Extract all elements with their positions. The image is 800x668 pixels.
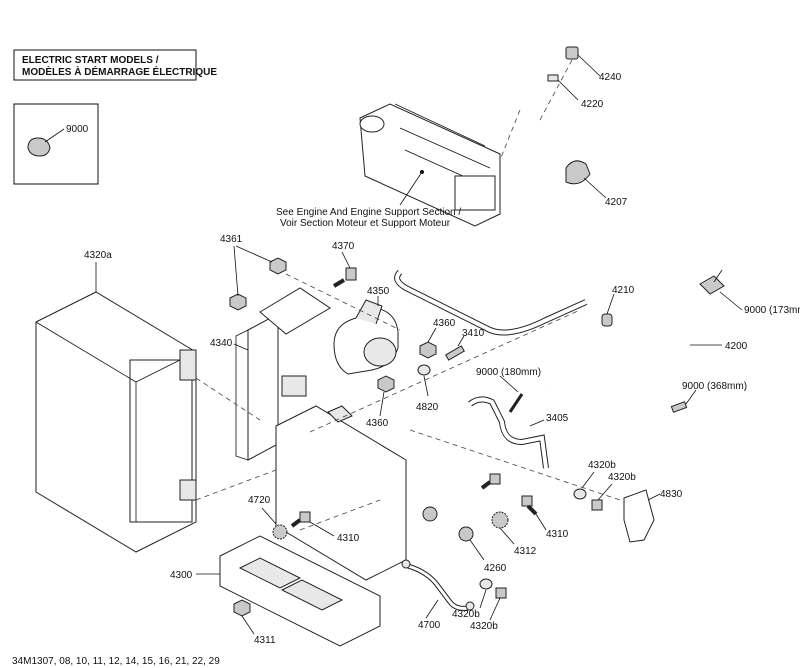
header-line-1: ELECTRIC START MODELS / bbox=[22, 55, 159, 66]
bolt-4310-a: 4310 bbox=[290, 511, 360, 544]
note-line-2: Voir Section Moteur et Support Moteur bbox=[280, 218, 451, 229]
star-washer-4312: 4312 bbox=[491, 511, 537, 557]
callout-4340: 4340 bbox=[210, 338, 233, 349]
header-line-2: MODÈLES À DÉMARRAGE ÉLECTRIQUE bbox=[22, 65, 217, 78]
footer-code: 34M1307, 08, 10, 11, 12, 14, 15, 16, 21,… bbox=[12, 656, 220, 667]
callout-9000-180mm: 9000 (180mm) bbox=[476, 367, 541, 378]
callout-4200: 4200 bbox=[725, 341, 748, 352]
callout-3405: 3405 bbox=[546, 413, 569, 424]
callout-4310-b: 4310 bbox=[546, 529, 569, 540]
bracket-4340: 4340 bbox=[210, 287, 331, 461]
callout-4320b-2: 4320b bbox=[608, 472, 636, 483]
callout-4350: 4350 bbox=[367, 286, 390, 297]
callout-4220: 4220 bbox=[581, 99, 604, 110]
callout-9000-368mm: 9000 (368mm) bbox=[682, 381, 747, 392]
hardware-4320b-right: 4320b 4320b bbox=[573, 460, 636, 511]
bolt-4370: 4370 bbox=[332, 241, 357, 288]
terminal-4220: 4220 bbox=[547, 74, 604, 110]
boot-4207: 4207 bbox=[565, 160, 628, 208]
callout-4320b-3: 4320b bbox=[452, 609, 480, 620]
washer-4820: 4820 bbox=[416, 364, 439, 413]
battery-4320a: 4320a bbox=[35, 250, 197, 553]
callout-4820: 4820 bbox=[416, 402, 439, 413]
callout-4310-a: 4310 bbox=[337, 533, 360, 544]
assembly-guides bbox=[195, 59, 621, 531]
tie-9000-173: 9000 (173mm) bbox=[699, 269, 800, 316]
bolt-4311: 4311 bbox=[233, 599, 276, 646]
callout-4312: 4312 bbox=[514, 546, 537, 557]
callout-4300: 4300 bbox=[170, 570, 193, 581]
callout-4210: 4210 bbox=[612, 285, 635, 296]
battery-cable-4200: 4200 bbox=[518, 107, 748, 421]
callout-4700: 4700 bbox=[418, 620, 441, 631]
callout-4360-a: 4360 bbox=[433, 318, 456, 329]
ground-cable-4700: 4700 bbox=[401, 559, 475, 631]
callout-4320a: 4320a bbox=[84, 250, 112, 261]
callout-4311: 4311 bbox=[254, 635, 276, 646]
callout-4320b-1: 4320b bbox=[588, 460, 616, 471]
tie-9000-180: 9000 (180mm) bbox=[476, 367, 541, 413]
callout-4361: 4361 bbox=[220, 234, 243, 245]
note-line-1: See Engine And Engine Support Section / bbox=[276, 207, 461, 218]
callout-9000-173mm: 9000 (173mm) bbox=[744, 305, 800, 316]
nut-4360-b: 4360 bbox=[366, 375, 395, 429]
model-header-box: ELECTRIC START MODELS / MODÈLES À DÉMARR… bbox=[13, 49, 217, 81]
callout-4207: 4207 bbox=[605, 197, 628, 208]
cap-4240: 4240 bbox=[565, 46, 622, 83]
callout-4830: 4830 bbox=[660, 489, 683, 500]
callout-4360-b: 4360 bbox=[366, 418, 389, 429]
solenoid-4350: 4350 bbox=[333, 286, 399, 375]
callout-9000-inset: 9000 bbox=[66, 124, 89, 135]
callout-4320b-4: 4320b bbox=[470, 621, 498, 632]
callout-4720: 4720 bbox=[248, 495, 271, 506]
bushing-4260: 4260 bbox=[422, 506, 507, 574]
cable-3405: 3405 bbox=[468, 396, 569, 469]
star-washer-4720: 4720 bbox=[248, 495, 288, 540]
callout-4370: 4370 bbox=[332, 241, 355, 252]
nut-4360-a: 4360 bbox=[419, 318, 456, 359]
hardware-4320b-bottom: 4320b 4320b bbox=[452, 578, 507, 632]
callout-4240: 4240 bbox=[599, 72, 622, 83]
inset-box: 9000 bbox=[13, 103, 99, 185]
tie-9000-368: 9000 (368mm) bbox=[670, 381, 747, 413]
cable-4210: 4210 bbox=[394, 269, 635, 336]
callout-4260: 4260 bbox=[484, 563, 507, 574]
bolt-4310-b: 4310 bbox=[521, 495, 569, 540]
hose-clamp-icon bbox=[27, 137, 51, 157]
battery-holder-4300: 4300 bbox=[170, 535, 381, 647]
cover-4830: 4830 bbox=[623, 489, 683, 543]
starter-motor: See Engine And Engine Support Section / … bbox=[276, 103, 501, 229]
callout-3410: 3410 bbox=[462, 328, 485, 339]
nuts-4361: 4361 bbox=[220, 234, 287, 311]
fuse-3410: 3410 bbox=[445, 328, 485, 361]
bolt-middle bbox=[480, 473, 501, 490]
